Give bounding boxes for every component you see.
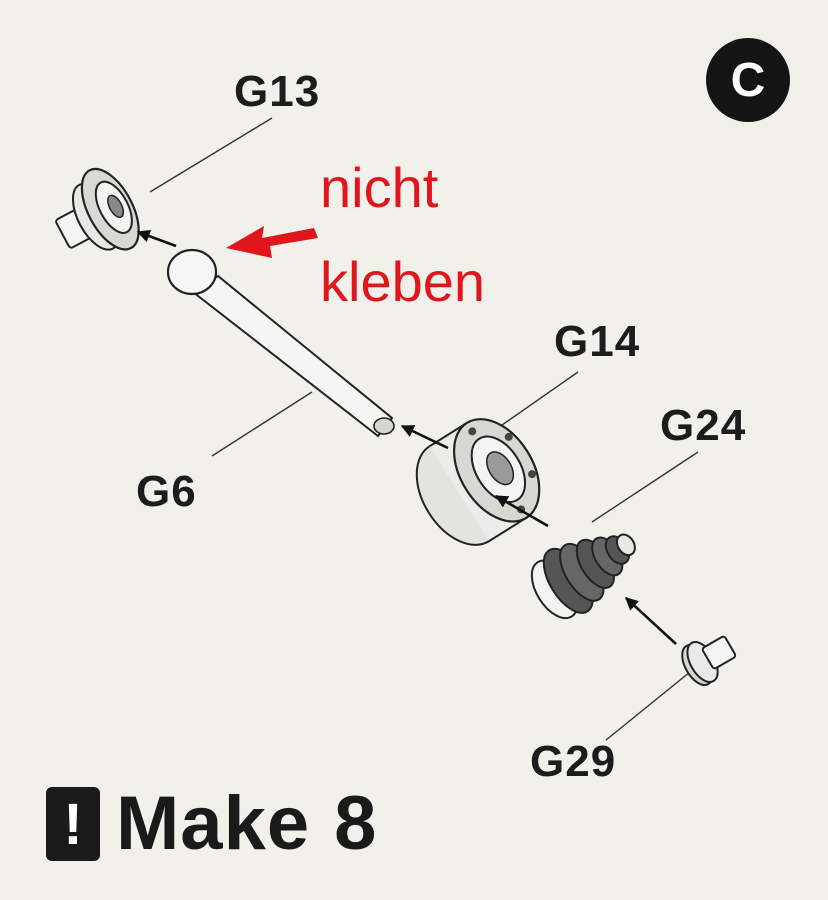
step-footer: ! Make 8 xyxy=(46,786,377,862)
label-g13: G13 xyxy=(234,67,321,116)
note-line-1: nicht xyxy=(320,156,439,219)
label-g29: G29 xyxy=(530,737,617,786)
warning-icon: ! xyxy=(46,787,100,861)
make-word: Make xyxy=(116,781,311,866)
part-g14 xyxy=(415,418,541,546)
part-g6 xyxy=(166,248,395,438)
leader-g6 xyxy=(211,391,313,457)
step-badge: C xyxy=(706,38,790,122)
arrow-icon xyxy=(494,494,549,528)
label-g24: G24 xyxy=(660,401,747,450)
leader-g29 xyxy=(605,671,691,741)
part-g24 xyxy=(530,533,636,620)
arrow-icon xyxy=(625,597,677,645)
arrow-icon xyxy=(400,424,449,450)
leader-g24 xyxy=(591,451,699,523)
note-line-2: kleben xyxy=(320,250,486,313)
part-g29 xyxy=(681,635,737,686)
arrow-icon xyxy=(136,229,177,248)
label-g6: G6 xyxy=(136,467,197,516)
label-g14: G14 xyxy=(554,317,641,366)
leader-g14 xyxy=(491,371,579,433)
leader-g13 xyxy=(149,117,273,193)
make-number: 8 xyxy=(334,781,378,866)
red-arrow-icon xyxy=(226,226,318,258)
part-g13 xyxy=(55,167,140,251)
